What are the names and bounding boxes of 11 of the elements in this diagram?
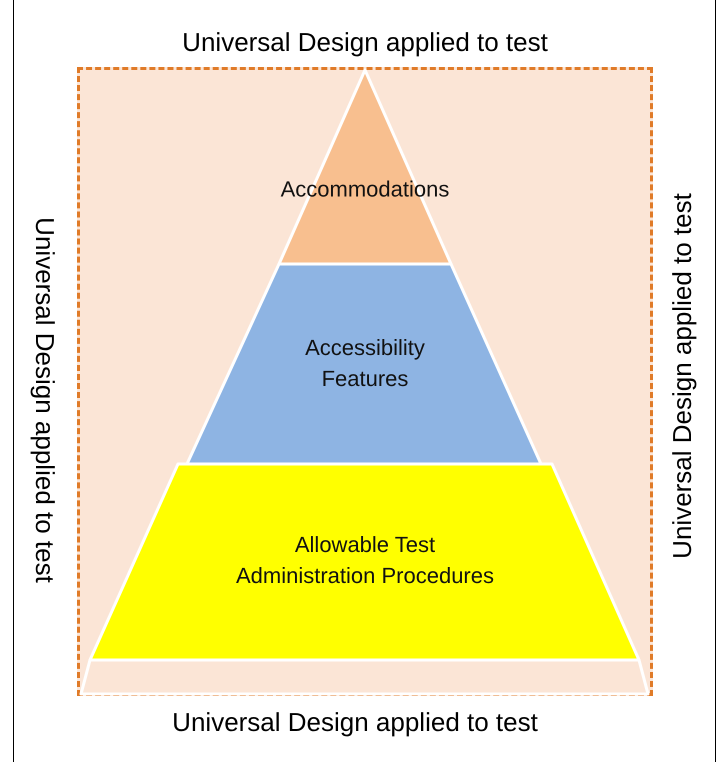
layer-label: Accommodations <box>280 176 450 204</box>
side-label: Universal Design applied to test <box>32 217 58 583</box>
side-label: Universal Design applied to test <box>182 29 548 55</box>
side-label: Universal Design applied to test <box>172 709 538 735</box>
pyramid-base-band <box>81 660 648 694</box>
pyramid-layer <box>90 464 639 660</box>
pyramid-layer <box>279 70 451 264</box>
layer-label: Allowable Test Administration Procedures <box>234 531 495 590</box>
side-label: Universal Design applied to test <box>669 193 695 559</box>
layer-label: Accessibility Features <box>304 334 426 393</box>
pyramid-layer <box>187 264 541 464</box>
